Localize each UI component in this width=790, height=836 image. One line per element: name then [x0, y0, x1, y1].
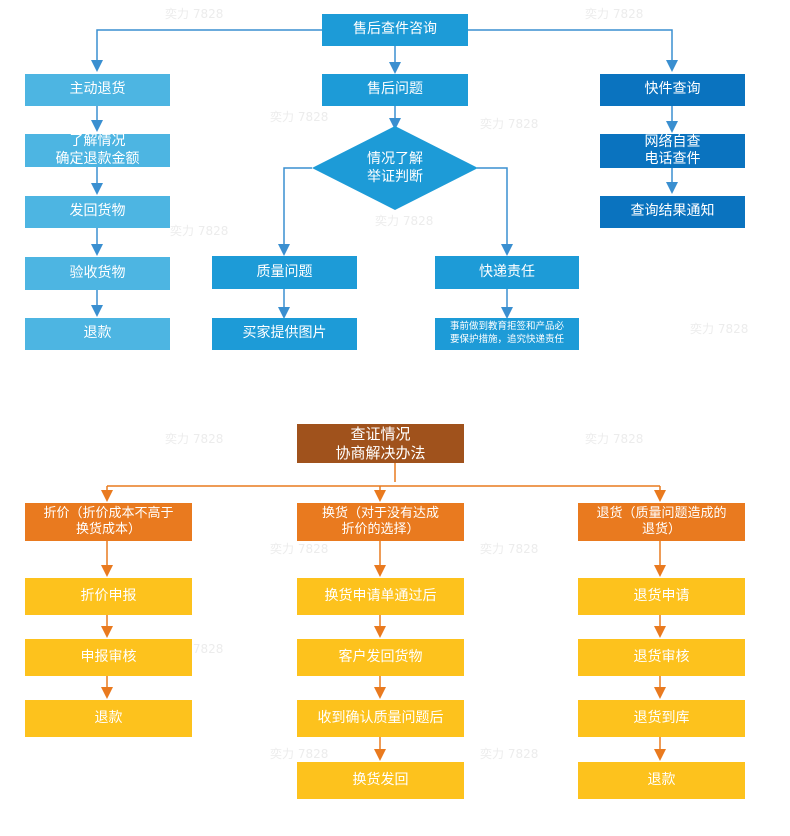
node-discount-step-1: 折价申报: [25, 578, 192, 615]
node-label: 折价申报: [80, 587, 137, 604]
node-label: 事前做到教育拒签和产品必 要保护措施，追究快递责任: [449, 321, 564, 345]
node-label: 质量问题: [256, 263, 313, 280]
node-root-resolution: 查证情况 协商解决办法: [297, 424, 464, 463]
node-label: 退款: [94, 709, 123, 726]
node-label: 客户发回货物: [338, 648, 423, 665]
node-discount-step-2: 申报审核: [25, 639, 192, 676]
node-label: 换货发回: [352, 771, 409, 788]
node-label: 了解情况 确定退款金额: [55, 133, 140, 167]
node-label: 退款: [83, 325, 112, 342]
node-label: 查询结果通知: [630, 203, 715, 220]
node-exchange: 换货（对于没有达成 折价的选择）: [297, 503, 464, 541]
node-label: 折价（折价成本不高于 换货成本）: [43, 505, 174, 537]
node-label: 快件查询: [644, 81, 701, 98]
node-label: 换货申请单通过后: [324, 587, 437, 604]
node-exchange-step-2: 客户发回货物: [297, 639, 464, 676]
decision-diamond: [312, 126, 478, 210]
node-label: 售后查件咨询: [353, 21, 437, 38]
node-label: 网络自查 电话查件: [644, 133, 701, 168]
node-label: 退货到库: [633, 709, 690, 726]
node-label: 查证情况 协商解决办法: [335, 424, 426, 462]
node-label: 退货（质量问题造成的 退货）: [596, 505, 727, 537]
node-label: 退货审核: [633, 648, 690, 665]
node-return-step-3: 退货到库: [578, 700, 745, 737]
node-active-return: 主动退货: [25, 74, 170, 106]
node-left-step-3: 验收货物: [25, 257, 170, 290]
node-left-step-4: 退款: [25, 318, 170, 350]
node-label: 买家提供图片: [242, 325, 327, 342]
node-label: 换货（对于没有达成 折价的选择）: [321, 505, 439, 537]
node-label: 申报审核: [80, 648, 137, 665]
node-left-step-1: 了解情况 确定退款金额: [25, 133, 170, 167]
node-label: 验收货物: [69, 264, 126, 281]
node-label: 退货申请: [633, 587, 690, 604]
node-right-step-1: 网络自查 电话查件: [600, 134, 745, 168]
node-courier-note: 事前做到教育拒签和产品必 要保护措施，追究快递责任: [435, 318, 579, 350]
node-return: 退货（质量问题造成的 退货）: [578, 503, 745, 541]
decision-label: 情况了解 举证判断: [367, 151, 423, 186]
connector-root-to-right: [468, 29, 678, 72]
connector-to-quality: [278, 167, 312, 256]
connector-to-courier: [477, 167, 513, 256]
node-return-step-4: 退款: [578, 762, 745, 799]
node-buyer-photos: 买家提供图片: [212, 318, 357, 350]
node-exchange-step-4: 换货发回: [297, 762, 464, 799]
node-discount: 折价（折价成本不高于 换货成本）: [25, 503, 192, 541]
node-label: 快递责任: [479, 263, 535, 280]
node-return-step-2: 退货审核: [578, 639, 745, 676]
node-label: 退款: [647, 771, 676, 788]
node-discount-step-3: 退款: [25, 700, 192, 737]
node-parcel-query: 快件查询: [600, 74, 745, 106]
connector-root-to-left: [91, 29, 322, 72]
node-courier-liability: 快递责任: [435, 256, 579, 289]
node-right-step-2: 查询结果通知: [600, 196, 745, 228]
node-label: 主动退货: [69, 81, 126, 98]
node-exchange-step-1: 换货申请单通过后: [297, 578, 464, 615]
node-root-after-sales: 售后查件咨询: [322, 14, 468, 46]
node-quality-issue: 质量问题: [212, 256, 357, 289]
node-exchange-step-3: 收到确认质量问题后: [297, 700, 464, 737]
node-left-step-2: 发回货物: [25, 196, 170, 228]
node-return-step-1: 退货申请: [578, 578, 745, 615]
node-after-sales-issue: 售后问题: [322, 74, 468, 106]
node-label: 收到确认质量问题后: [317, 709, 444, 726]
node-label: 售后问题: [367, 81, 423, 98]
node-label: 发回货物: [69, 203, 126, 220]
